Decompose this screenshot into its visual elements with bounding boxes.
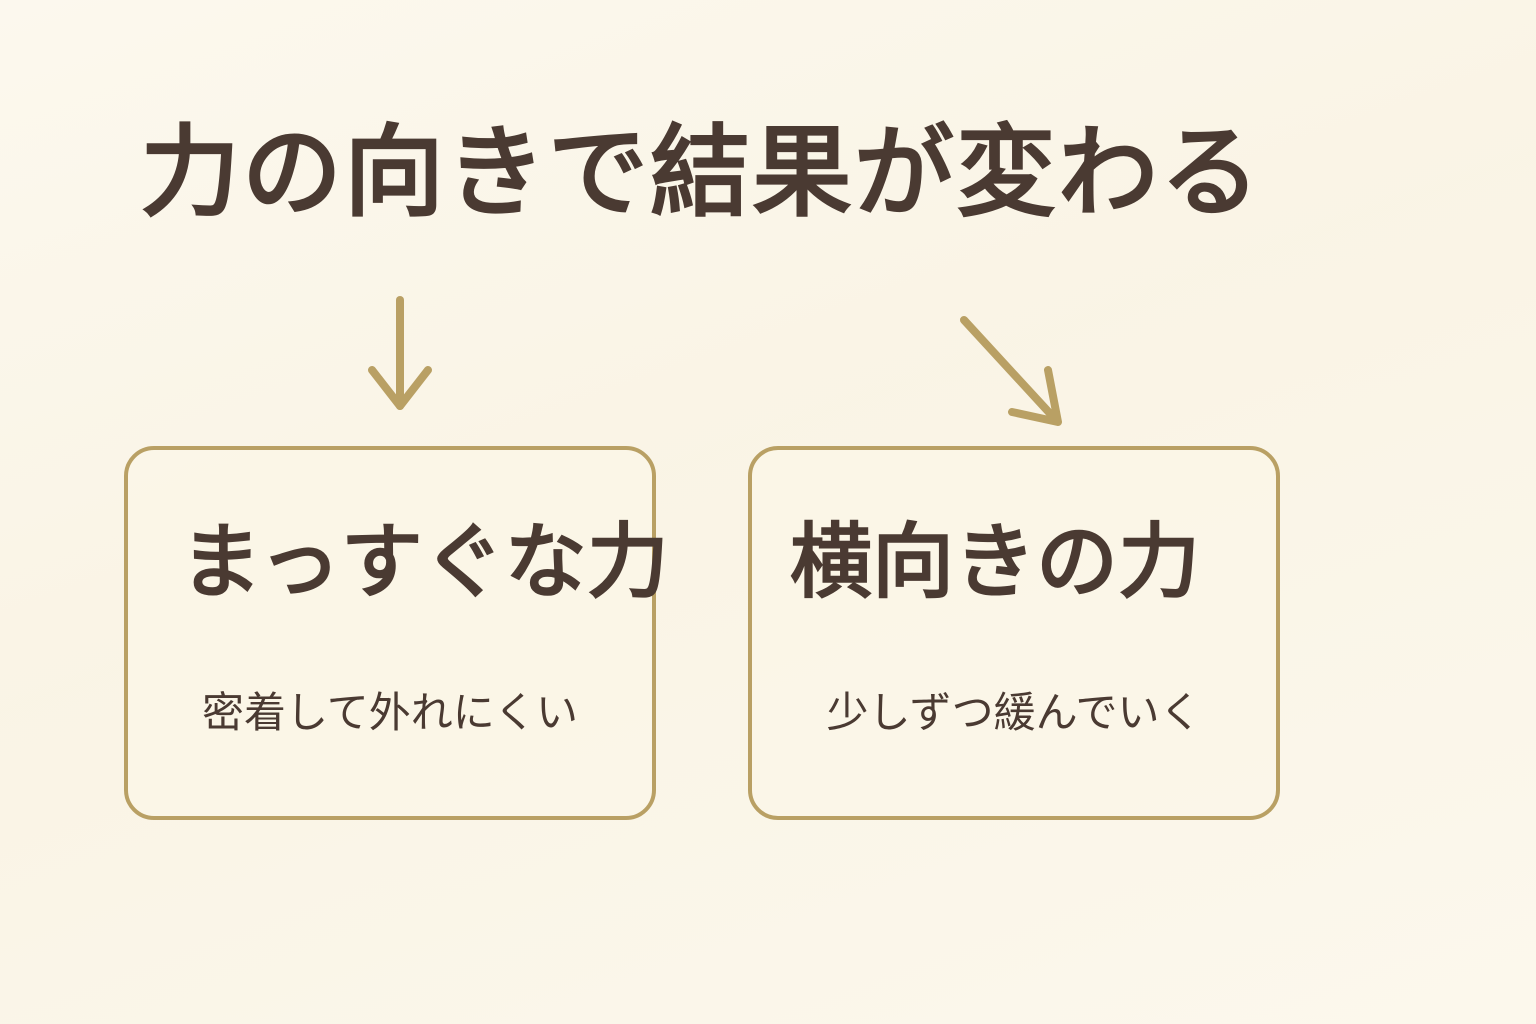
arrow-down-right-icon (960, 316, 1062, 426)
card-heading: まっすぐな力 (180, 515, 669, 610)
card-description: 密着して外れにくい (202, 688, 578, 737)
card-sideways-force: 横向きの力 少しずつ緩んでいく (748, 446, 1280, 820)
card-description: 少しずつ緩んでいく (826, 688, 1202, 737)
card-heading: 横向きの力 (790, 515, 1201, 610)
arrow-down-icon (368, 296, 432, 410)
card-straight-force: まっすぐな力 密着して外れにくい (124, 446, 669, 820)
page-title: 力の向きで結果が変わる (140, 114, 1262, 231)
